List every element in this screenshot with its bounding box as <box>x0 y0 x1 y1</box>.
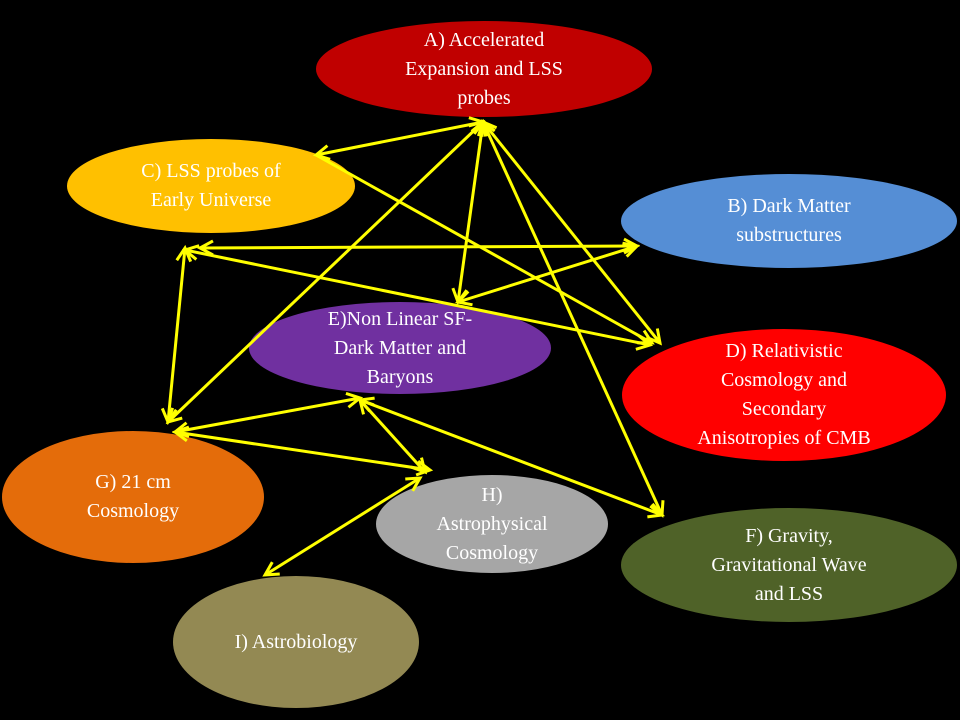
arrowhead-icon <box>622 241 641 258</box>
arrowhead-icon <box>175 244 193 263</box>
arrowhead-icon <box>181 244 200 261</box>
arrowhead-icon <box>454 290 473 307</box>
edge-line <box>264 476 421 577</box>
edge-h-i <box>262 476 423 577</box>
edge-line <box>315 120 484 157</box>
arrowhead-icon <box>357 396 375 413</box>
node-c-ellipse <box>67 139 355 233</box>
node-i-ellipse <box>173 576 419 708</box>
arrowhead-icon <box>160 407 178 426</box>
edge-line <box>199 244 638 250</box>
edge-line <box>315 153 653 345</box>
edge-line <box>184 248 651 347</box>
edge-e-f <box>357 396 665 519</box>
edge-line <box>456 121 485 303</box>
edge-line <box>481 121 662 344</box>
edge-line <box>457 244 638 304</box>
node-h-ellipse <box>376 475 608 573</box>
node-a-ellipse <box>316 21 652 117</box>
edge-line <box>358 398 427 474</box>
edge-c-d <box>181 244 654 351</box>
node-b-ellipse <box>621 174 957 268</box>
arrowhead-icon <box>345 392 364 409</box>
arrowhead-icon <box>410 457 428 475</box>
edge-c-g <box>160 244 193 426</box>
node-d-ellipse <box>622 329 946 461</box>
arrowhead-icon <box>635 334 654 351</box>
edge-line <box>174 430 431 472</box>
arrowhead-icon <box>262 561 280 577</box>
edge-line <box>481 121 664 516</box>
edge-line <box>359 398 663 517</box>
node-e-ellipse <box>249 302 551 394</box>
arrowhead-icon <box>196 239 214 257</box>
edge-line <box>174 396 361 434</box>
edge-line <box>166 247 187 423</box>
edge-line <box>166 120 485 424</box>
edge-e-b <box>454 241 641 307</box>
arrowhead-icon <box>405 476 423 492</box>
node-f-ellipse <box>621 508 957 622</box>
arrowhead-icon <box>480 119 496 137</box>
node-g-ellipse <box>2 431 264 563</box>
arrowhead-icon <box>647 502 665 519</box>
arrowhead-icon <box>171 425 190 443</box>
